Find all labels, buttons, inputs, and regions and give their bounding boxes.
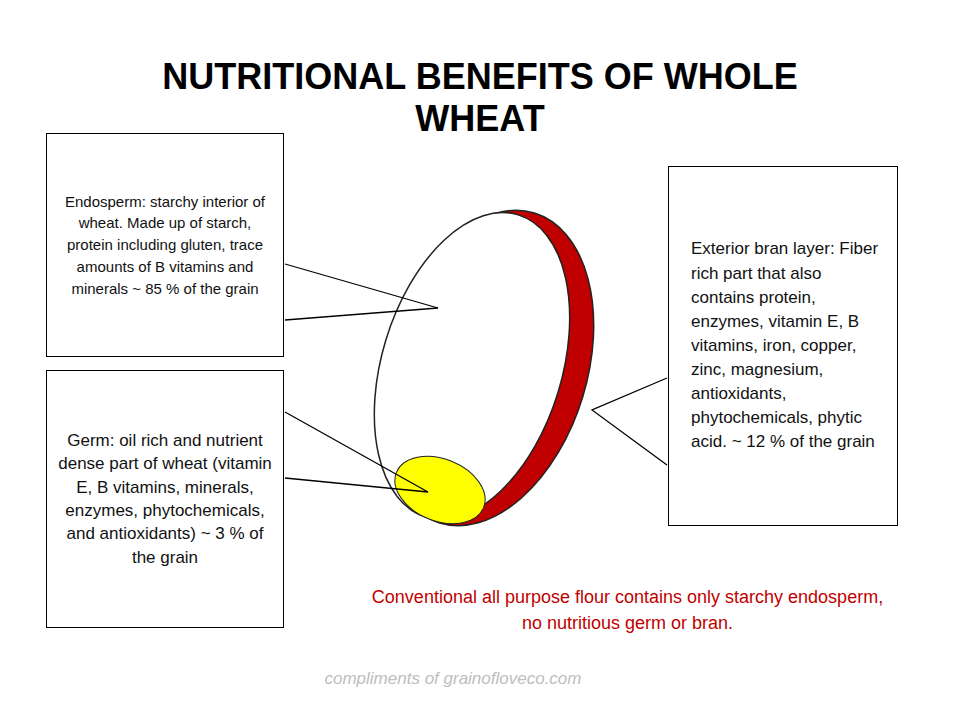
- wheat-kernel: [340, 184, 630, 552]
- callout-box: Exterior bran layer: Fiber rich part tha…: [668, 166, 898, 526]
- note-text: Conventional all purpose flour contains …: [360, 584, 895, 636]
- callout-text: Endosperm: starchy interior of wheat. Ma…: [59, 191, 271, 300]
- callout-text: Exterior bran layer: Fiber rich part tha…: [691, 237, 885, 454]
- callout-box: Endosperm: starchy interior of wheat. Ma…: [46, 133, 284, 357]
- callout-box: Germ: oil rich and nutrient dense part o…: [46, 370, 284, 628]
- endosperm-pointer: [285, 264, 438, 320]
- endosperm-shape: [340, 189, 605, 544]
- callout-text: Germ: oil rich and nutrient dense part o…: [57, 429, 273, 570]
- callout-tails: [285, 264, 667, 492]
- bran-pointer: [592, 378, 667, 465]
- diagram-title: NUTRITIONAL BENEFITS OF WHOLE WHEAT: [160, 56, 800, 140]
- germ-pointer: [285, 412, 428, 492]
- watermark: compliments of grainofloveco.com: [253, 667, 653, 692]
